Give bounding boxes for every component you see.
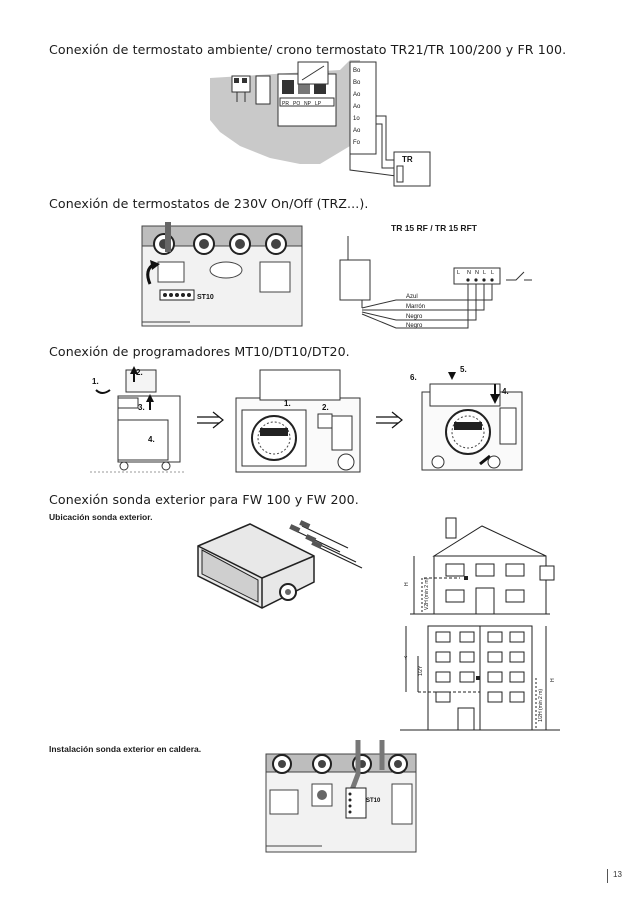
onoff-board-diagram: ST10: [141, 222, 303, 327]
rf-terminal-label: N: [467, 270, 471, 276]
terminal-label: Ao: [353, 104, 361, 110]
step-label: 4.: [148, 435, 155, 444]
rf-model-label: TR 15 RF / TR 15 RFT: [391, 223, 477, 233]
step-label: 2.: [322, 403, 329, 412]
thermostat-wiring-diagram: PR PO NP LP Bo Bo Ao Ao 1o Ao Fo TR: [210, 60, 431, 187]
house-two-storey-diagram: H V2H (min 2 m): [404, 517, 555, 615]
st10-label: ST10: [366, 798, 381, 804]
step-label: 5.: [460, 365, 467, 374]
section-heading-sensor: Conexión sonda exterior para FW 100 y FW…: [49, 492, 359, 507]
rf-terminal-label: L: [483, 270, 486, 276]
dimension-label: V2H (min 2 m): [424, 577, 430, 610]
rf-wiring-diagram: Azul Marrón Negro Negro L N N L L: [339, 236, 532, 329]
programmer-step2-diagram: 1. 2.: [235, 369, 361, 473]
connector-label: PR: [282, 101, 289, 107]
terminal-label: Fo: [353, 140, 361, 146]
programmer-step1-diagram: 1. 2. 3. 4.: [90, 366, 186, 473]
step-label: 2.: [136, 368, 143, 377]
dimension-label: H: [550, 678, 556, 682]
arrow-right-icon: [376, 411, 403, 429]
rf-terminal-label: L: [491, 270, 494, 276]
connector-label: LP: [315, 101, 322, 107]
st10-label: ST10: [197, 294, 214, 301]
outdoor-sensor-diagram: [197, 520, 363, 609]
dimension-label: 1/2H (min 2 m): [538, 689, 544, 722]
programmer-step3-diagram: 6. 5. 4.: [410, 365, 523, 471]
dimension-label: Y: [404, 656, 408, 662]
step-label: 6.: [410, 373, 417, 382]
terminal-label: Ao: [353, 128, 361, 134]
dimension-label: H: [404, 582, 410, 586]
wire-label: Negro: [406, 314, 423, 320]
section-heading-programmers: Conexión de programadores MT10/DT10/DT20…: [49, 344, 350, 359]
wire-label: Marrón: [406, 304, 425, 310]
sensor-location-label: Ubicación sonda exterior.: [49, 512, 153, 522]
tr-module-label: TR: [402, 155, 413, 164]
boiler-sensor-install-diagram: ST10: [265, 740, 417, 853]
wire-label: Negro: [406, 323, 423, 329]
sensor-install-label: Instalación sonda exterior en caldera.: [49, 744, 202, 754]
page-number-rule: [607, 869, 608, 883]
section-heading-thermostat: Conexión de termostato ambiente/ crono t…: [49, 42, 567, 57]
section-heading-onoff: Conexión de termostatos de 230V On/Off (…: [49, 196, 369, 211]
step-label: 1.: [92, 377, 99, 386]
terminal-label: Bo: [353, 80, 361, 86]
apartment-building-diagram: Y 1/2Y H 1/2H (min 2 m): [400, 625, 560, 731]
terminal-label: 1o: [353, 116, 360, 122]
step-label: 3.: [138, 403, 145, 412]
connector-label: PO: [293, 101, 300, 107]
rf-terminal-label: L: [457, 270, 460, 276]
dimension-label: 1/2Y: [418, 665, 424, 676]
wire-label: Azul: [406, 294, 418, 300]
rf-terminal-label: N: [475, 270, 479, 276]
step-label: 4.: [502, 387, 509, 396]
terminal-label: Ao: [353, 92, 361, 98]
connector-label: NP: [304, 101, 312, 107]
arrow-right-icon: [197, 411, 224, 429]
page-number: 13: [613, 870, 622, 879]
step-label: 1.: [284, 399, 291, 408]
terminal-label: Bo: [353, 68, 361, 74]
